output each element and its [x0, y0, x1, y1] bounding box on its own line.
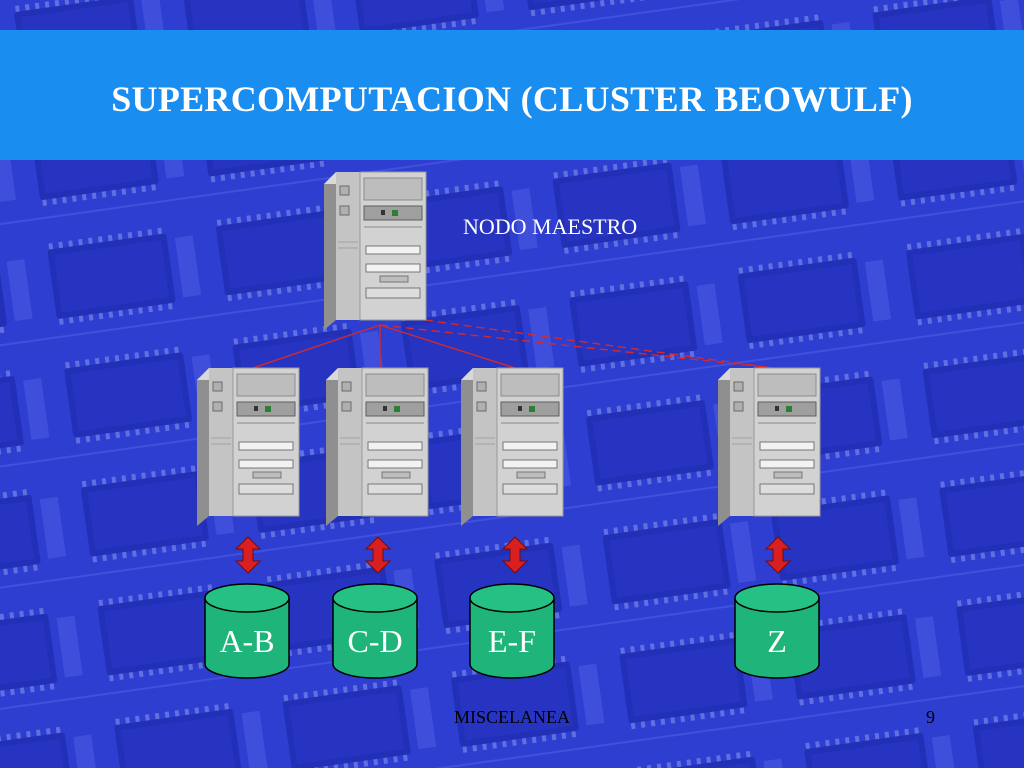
master-node-label: NODO MAESTRO: [463, 214, 638, 239]
title-band: [0, 30, 1024, 160]
slave-node-4-computer-icon: [717, 367, 821, 527]
double-arrow-icon: [765, 536, 791, 574]
footer-text: MISCELANEA: [454, 707, 570, 727]
database-c-d: C-D: [332, 583, 418, 679]
page-number: 9: [926, 707, 935, 727]
database-label: Z: [767, 623, 787, 659]
slave-node-2-computer-icon: [325, 367, 429, 527]
database-e-f: E-F: [469, 583, 555, 679]
database-label: A-B: [219, 623, 274, 659]
slave-node-3-computer-icon: [460, 367, 564, 527]
double-arrow-icon: [502, 536, 528, 574]
connector-lines: [252, 319, 774, 369]
double-arrow-icon: [235, 536, 261, 574]
database-a-b: A-B: [204, 583, 290, 679]
slave-node-1-computer-icon: [196, 367, 300, 527]
database-label: C-D: [347, 623, 402, 659]
slide-title: SUPERCOMPUTACION (CLUSTER BEOWULF): [111, 79, 913, 119]
master-node-computer-icon: [323, 171, 427, 331]
double-arrow-icon: [365, 536, 391, 574]
database-z: Z: [734, 583, 820, 679]
database-label: E-F: [488, 623, 536, 659]
